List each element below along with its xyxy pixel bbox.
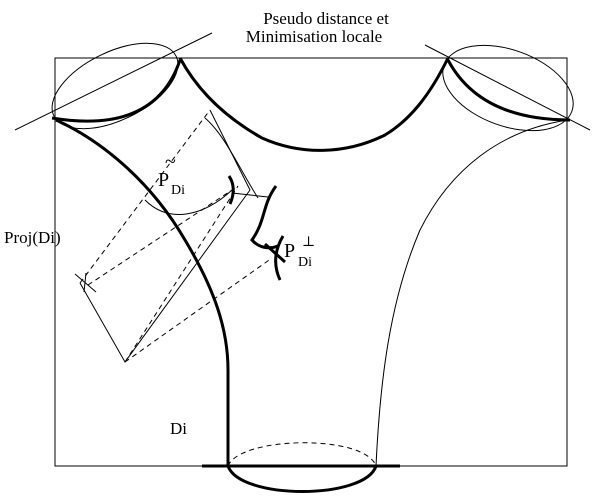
right-outer-contour — [376, 120, 568, 466]
p-perp-subscript: Di — [298, 255, 312, 270]
dashed-line-2 — [125, 186, 238, 362]
projection-plane-dashed-edge — [80, 110, 210, 283]
di-label: Di — [170, 419, 187, 438]
upper-contour — [180, 58, 448, 150]
p-perp-symbol: P — [284, 240, 295, 262]
surface-patch-edge — [232, 193, 268, 197]
dashed-line-1 — [125, 258, 272, 362]
tangent-line-left — [15, 33, 212, 130]
title-line-2: Minimisation locale — [246, 27, 382, 46]
bottom-ellipse-lower — [228, 466, 376, 492]
left-outer-contour — [56, 120, 228, 466]
p-perp-perp: ⊥ — [302, 235, 315, 250]
proj-label: Proj(Di) — [4, 228, 61, 247]
title-line-1: Pseudo distance et — [263, 9, 389, 28]
projection-plane — [80, 110, 250, 362]
p-tilde-symbol: P — [158, 169, 169, 191]
p-tilde-subscript: Di — [171, 183, 185, 198]
bottom-ellipse-upper-dashed — [228, 443, 376, 466]
left-end-curve — [52, 60, 180, 121]
